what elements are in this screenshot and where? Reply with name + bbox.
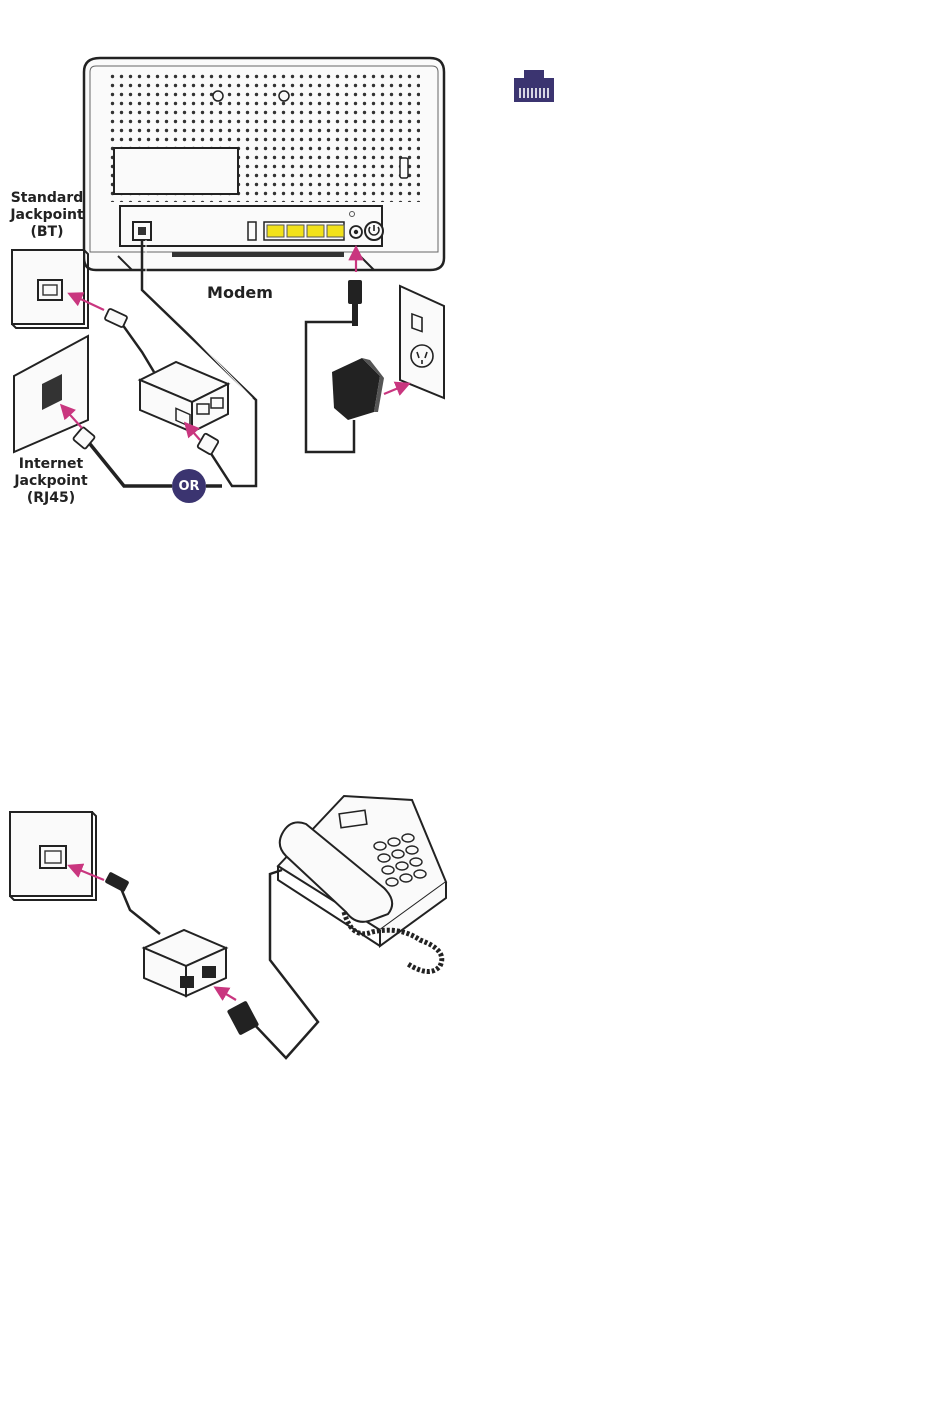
- power-outlet: [400, 286, 444, 398]
- cables-top: [90, 240, 354, 486]
- internet-jackpoint-label: Internet Jackpoint (RJ45): [8, 456, 94, 507]
- modem-stand-grille: [172, 252, 344, 257]
- telephone: [278, 796, 446, 972]
- internet-jackpoint-label-line1: Internet: [8, 456, 94, 473]
- standard-jackpoint-bottom: [10, 812, 96, 900]
- modem-label-plate: [114, 148, 238, 194]
- modem: [84, 58, 444, 270]
- plug-phone-bottom: [227, 1000, 260, 1035]
- standard-jackpoint-label-line3: (BT): [8, 224, 86, 241]
- splitter-bottom: [144, 930, 226, 996]
- modem-label: Modem: [200, 284, 280, 301]
- side-button: [400, 158, 408, 178]
- internet-jackpoint-label-line3: (RJ45): [8, 490, 94, 507]
- plug-bt-bottom: [104, 872, 129, 893]
- dsl-cable: [142, 240, 256, 486]
- rj45-lead: [90, 444, 172, 486]
- power-adapter: [332, 280, 384, 420]
- wall-mount-hole: [279, 91, 289, 101]
- phone-display: [339, 810, 367, 827]
- standard-jackpoint-label-line2: Jackpoint: [8, 207, 86, 224]
- ethernet-port-icon: [512, 66, 556, 104]
- plug-rj45-splitter: [197, 433, 219, 455]
- splitter-lead-bottom: [120, 886, 160, 934]
- lan-ports: [264, 222, 344, 240]
- usb-port: [248, 222, 256, 240]
- standard-jackpoint: [12, 250, 88, 328]
- splitter-top: [140, 362, 228, 432]
- plug-bt: [104, 308, 127, 327]
- or-badge: OR: [172, 469, 206, 503]
- standard-jackpoint-label: Standard Jackpoint (BT): [8, 190, 86, 241]
- internet-jackpoint-label-line2: Jackpoint: [8, 473, 94, 490]
- wall-mount-hole: [213, 91, 223, 101]
- power-plug: [348, 280, 362, 304]
- standard-jackpoint-label-line1: Standard: [8, 190, 86, 207]
- splitter-lead: [122, 324, 154, 372]
